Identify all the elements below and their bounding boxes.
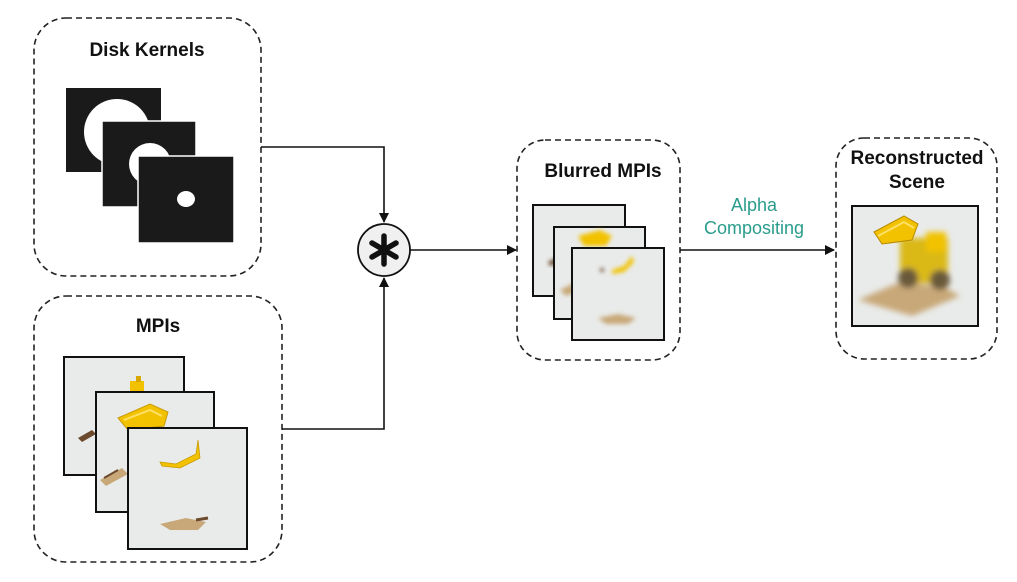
disk-kernels-group: Disk Kernels [33,17,262,277]
reconstructed-scene-group: Reconstructed Scene [835,137,998,360]
convolution-asterisk-icon [369,233,399,267]
mpis-label: MPIs [136,316,180,337]
alpha-label-line2: Compositing [704,218,804,238]
kernel-small [137,155,235,244]
mpi-plate-3 [127,427,248,550]
reconstructed-label-line2: Scene [889,172,945,193]
edge-kernels-to-conv [261,146,389,223]
convolution-operator [357,223,411,277]
blurred-mpis-label: Blurred MPIs [544,161,661,182]
edge-mpis-to-conv [282,277,389,430]
disk-kernels-label: Disk Kernels [89,40,204,61]
mpis-group: MPIs [33,295,283,563]
reconstructed-label-line1: Reconstructed [850,148,983,169]
blurred-plate-3 [571,247,665,341]
reconstructed-image [851,205,979,327]
blurred-mpis-group: Blurred MPIs [516,139,681,361]
alpha-label-line1: Alpha [731,195,778,215]
